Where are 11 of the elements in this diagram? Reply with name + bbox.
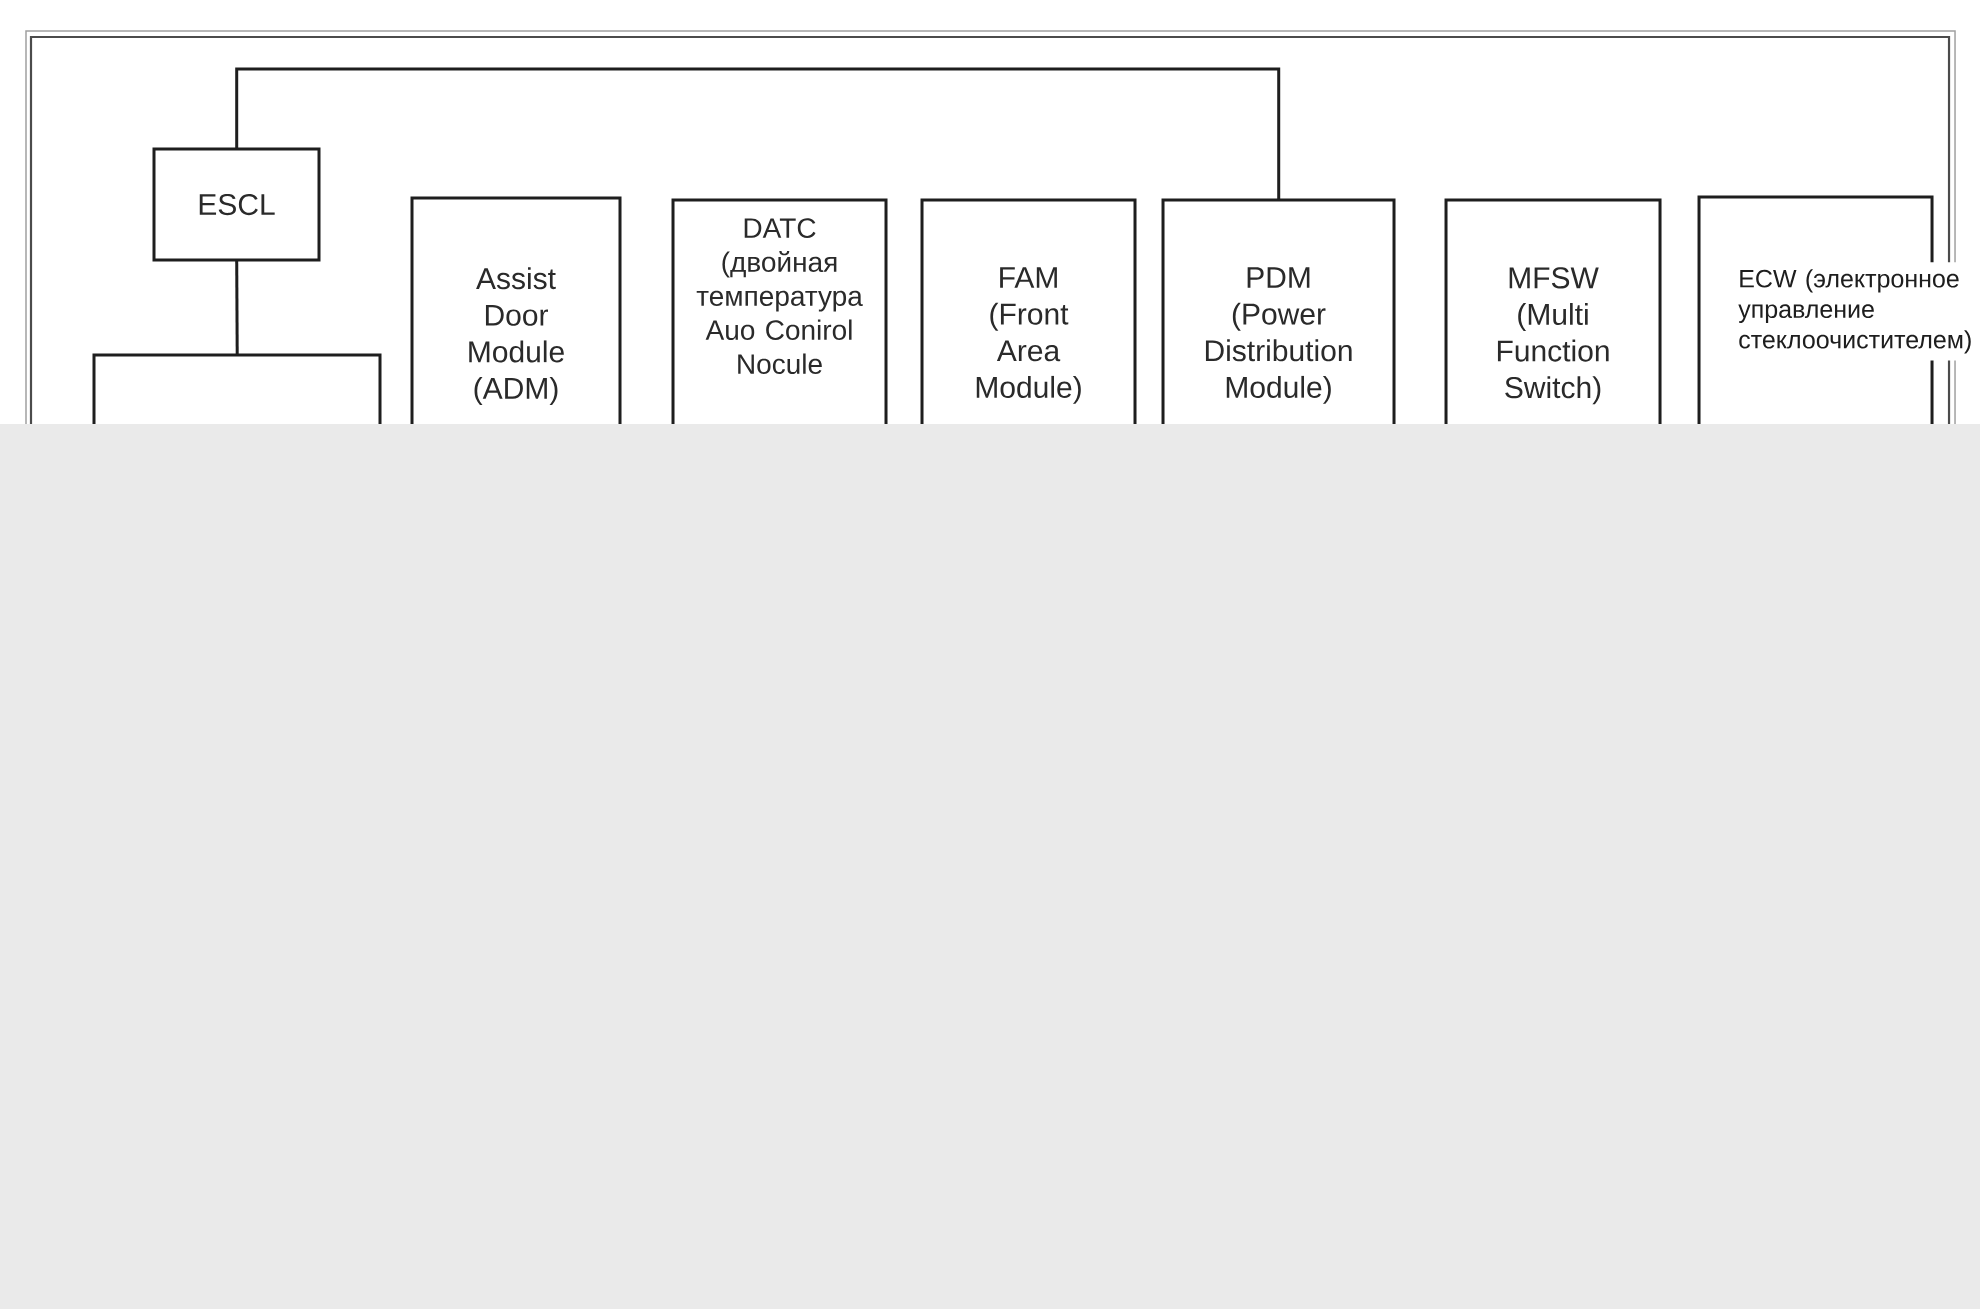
module-box: PDM (Power Distribution Module): [1161, 198, 1396, 424]
module-box: MFSW (Multi Function Switch): [1444, 198, 1662, 424]
node-label: ECW (электронное управление стеклоочистителем): [1738, 269, 1971, 354]
module-box: ECW (электронное управление стеклоочистителем): [1697, 195, 1979, 424]
module-box: Assist Door Module (ADM): [410, 196, 622, 424]
connector-line: [235, 260, 239, 355]
module-box: DATC (двойная температура Auo Conirol Nocule: [671, 198, 888, 424]
module-box: [92, 353, 382, 424]
module-box: ESCL: [152, 147, 321, 262]
module-box: FAM (Front Area Module): [920, 198, 1137, 424]
connector-line: [235, 67, 1281, 200]
